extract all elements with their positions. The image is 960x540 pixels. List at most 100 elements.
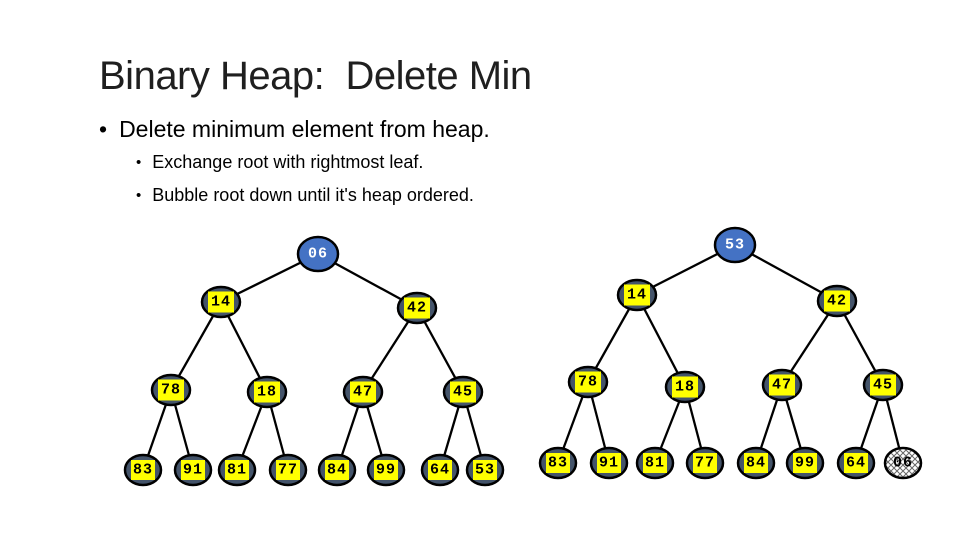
node-label-bg xyxy=(824,290,850,312)
bullet-sub-1: • Exchange root with rightmost leaf. xyxy=(136,151,423,174)
node-value: 84 xyxy=(327,462,347,479)
node-label-bg xyxy=(744,453,768,473)
node-value: 78 xyxy=(578,374,598,391)
tree-node-06: 06 xyxy=(883,446,923,480)
node-label-bg xyxy=(131,460,155,480)
node-value: 91 xyxy=(599,455,619,472)
bullet-sub-2: • Bubble root down until it's heap order… xyxy=(136,184,474,207)
tree-node-47: 47 xyxy=(761,368,803,402)
heap-tree-after-exchange: 53 14 42 78 18 47 45 83 91 81 77 84 99 64 06 xyxy=(538,226,923,480)
bullet-icon: • xyxy=(136,154,142,171)
node-label-bg xyxy=(693,453,717,473)
tree-node-18: 18 xyxy=(246,375,288,409)
node-value: 14 xyxy=(211,294,231,311)
tree-node-91: 91 xyxy=(589,446,629,480)
node-label-bg xyxy=(643,453,667,473)
tree-node-78: 78 xyxy=(567,365,609,399)
tree-node-42: 42 xyxy=(396,291,438,325)
tree-node-42: 42 xyxy=(816,284,858,318)
node-value: 47 xyxy=(353,384,373,401)
node-value: 53 xyxy=(725,237,745,254)
node-label-bg xyxy=(181,460,205,480)
tree-node-81: 81 xyxy=(635,446,675,480)
bullet-sub-1-text: Exchange root with rightmost leaf. xyxy=(152,152,424,172)
node-value: 53 xyxy=(475,462,495,479)
node-value: 18 xyxy=(257,384,277,401)
node-value: 64 xyxy=(430,462,450,479)
tree-node-91: 91 xyxy=(173,453,213,487)
node-label-bg xyxy=(793,453,817,473)
node-label-bg xyxy=(208,291,234,313)
node-value: 42 xyxy=(827,293,847,310)
node-value: 14 xyxy=(627,287,647,304)
heap-tree-before-delete: 06 14 42 78 18 47 45 83 91 81 77 84 99 64 53 xyxy=(123,235,505,487)
node-value: 81 xyxy=(645,455,665,472)
node-label-bg xyxy=(428,460,452,480)
tree-node-84: 84 xyxy=(736,446,776,480)
tree-node-81: 81 xyxy=(217,453,257,487)
tree-node-14: 14 xyxy=(616,278,658,312)
node-label-bg xyxy=(672,376,698,398)
tree-node-77: 77 xyxy=(685,446,725,480)
tree-node-99: 99 xyxy=(366,453,406,487)
node-label-bg xyxy=(404,297,430,319)
node-label-bg xyxy=(450,381,476,403)
tree-node-83: 83 xyxy=(538,446,578,480)
tree-node-14: 14 xyxy=(200,285,242,319)
node-value: 83 xyxy=(133,462,153,479)
node-label-bg xyxy=(350,381,376,403)
node-label-bg xyxy=(769,374,795,396)
node-value: 91 xyxy=(183,462,203,479)
node-label-bg xyxy=(473,460,497,480)
node-value: 77 xyxy=(278,462,298,479)
node-label-bg xyxy=(325,460,349,480)
node-label-bg xyxy=(546,453,570,473)
tree-node-99: 99 xyxy=(785,446,825,480)
node-label-bg xyxy=(225,460,249,480)
node-value: 81 xyxy=(227,462,247,479)
bullet-main: • Delete minimum element from heap. xyxy=(99,115,490,143)
tree-edge xyxy=(635,294,687,388)
tree-node-47: 47 xyxy=(342,375,384,409)
node-shape xyxy=(296,235,340,273)
node-value: 77 xyxy=(695,455,715,472)
tree-node-53: 53 xyxy=(713,226,757,264)
tree-node-06: 06 xyxy=(296,235,340,273)
slide-title: Binary Heap: Delete Min xyxy=(99,54,532,98)
tree-node-18: 18 xyxy=(664,370,706,404)
tree-node-64: 64 xyxy=(836,446,876,480)
node-value: 18 xyxy=(675,379,695,396)
node-label-bg xyxy=(575,371,601,393)
tree-node-78: 78 xyxy=(150,373,192,407)
node-value: 99 xyxy=(376,462,396,479)
node-value: 45 xyxy=(453,384,473,401)
node-label-bg xyxy=(276,460,300,480)
node-value: 78 xyxy=(161,382,181,399)
node-shape xyxy=(713,226,757,264)
node-label-bg xyxy=(624,284,650,306)
node-value: 84 xyxy=(746,455,766,472)
tree-node-45: 45 xyxy=(442,375,484,409)
bullet-main-text: Delete minimum element from heap. xyxy=(119,116,490,142)
bullet-sub-2-text: Bubble root down until it's heap ordered… xyxy=(152,185,474,205)
bullet-icon: • xyxy=(99,116,108,142)
tree-node-53: 53 xyxy=(465,453,505,487)
hatched-node-shape xyxy=(883,446,923,480)
node-value: 45 xyxy=(873,377,893,394)
node-value: 64 xyxy=(846,455,866,472)
bullet-icon: • xyxy=(136,187,142,204)
node-label-bg xyxy=(597,453,621,473)
node-value: 06 xyxy=(893,455,913,472)
node-label-bg xyxy=(254,381,280,403)
node-label-bg xyxy=(158,379,184,401)
node-value: 83 xyxy=(548,455,568,472)
tree-node-45: 45 xyxy=(862,368,904,402)
node-label-bg xyxy=(844,453,868,473)
tree-node-84: 84 xyxy=(317,453,357,487)
node-value: 06 xyxy=(308,246,328,263)
tree-node-83: 83 xyxy=(123,453,163,487)
node-label-bg xyxy=(870,374,896,396)
node-value: 42 xyxy=(407,300,427,317)
tree-node-77: 77 xyxy=(268,453,308,487)
